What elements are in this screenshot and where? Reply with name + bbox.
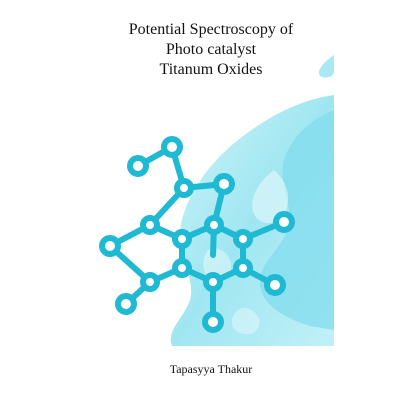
atom: [213, 173, 235, 195]
atom: [172, 229, 192, 249]
atom: [161, 136, 183, 158]
atom: [99, 235, 121, 257]
book-author: Tapasyya Thakur: [169, 362, 253, 376]
atom: [233, 229, 253, 249]
atom: [203, 272, 223, 292]
book-cover: Potential Spectroscopy of Photo catalyst…: [88, 0, 334, 400]
atom: [233, 258, 253, 278]
watercolor-wash: [170, 55, 334, 346]
atom: [264, 274, 286, 296]
atom: [127, 155, 149, 177]
atom: [172, 258, 192, 278]
title-line-3: Titanum Oxides: [159, 61, 263, 78]
atom: [140, 272, 160, 292]
atom: [174, 178, 194, 198]
atom: [140, 215, 160, 235]
atom: [115, 293, 137, 315]
book-title: Potential Spectroscopy of Photo catalyst…: [88, 20, 334, 80]
atom: [273, 211, 295, 233]
molecule-atoms: [99, 136, 295, 333]
cover-artwork: [99, 55, 334, 346]
atom: [204, 215, 224, 235]
title-line-2: Photo catalyst: [165, 41, 257, 58]
title-line-1: Potential Spectroscopy of: [128, 21, 294, 38]
atom: [202, 311, 224, 333]
